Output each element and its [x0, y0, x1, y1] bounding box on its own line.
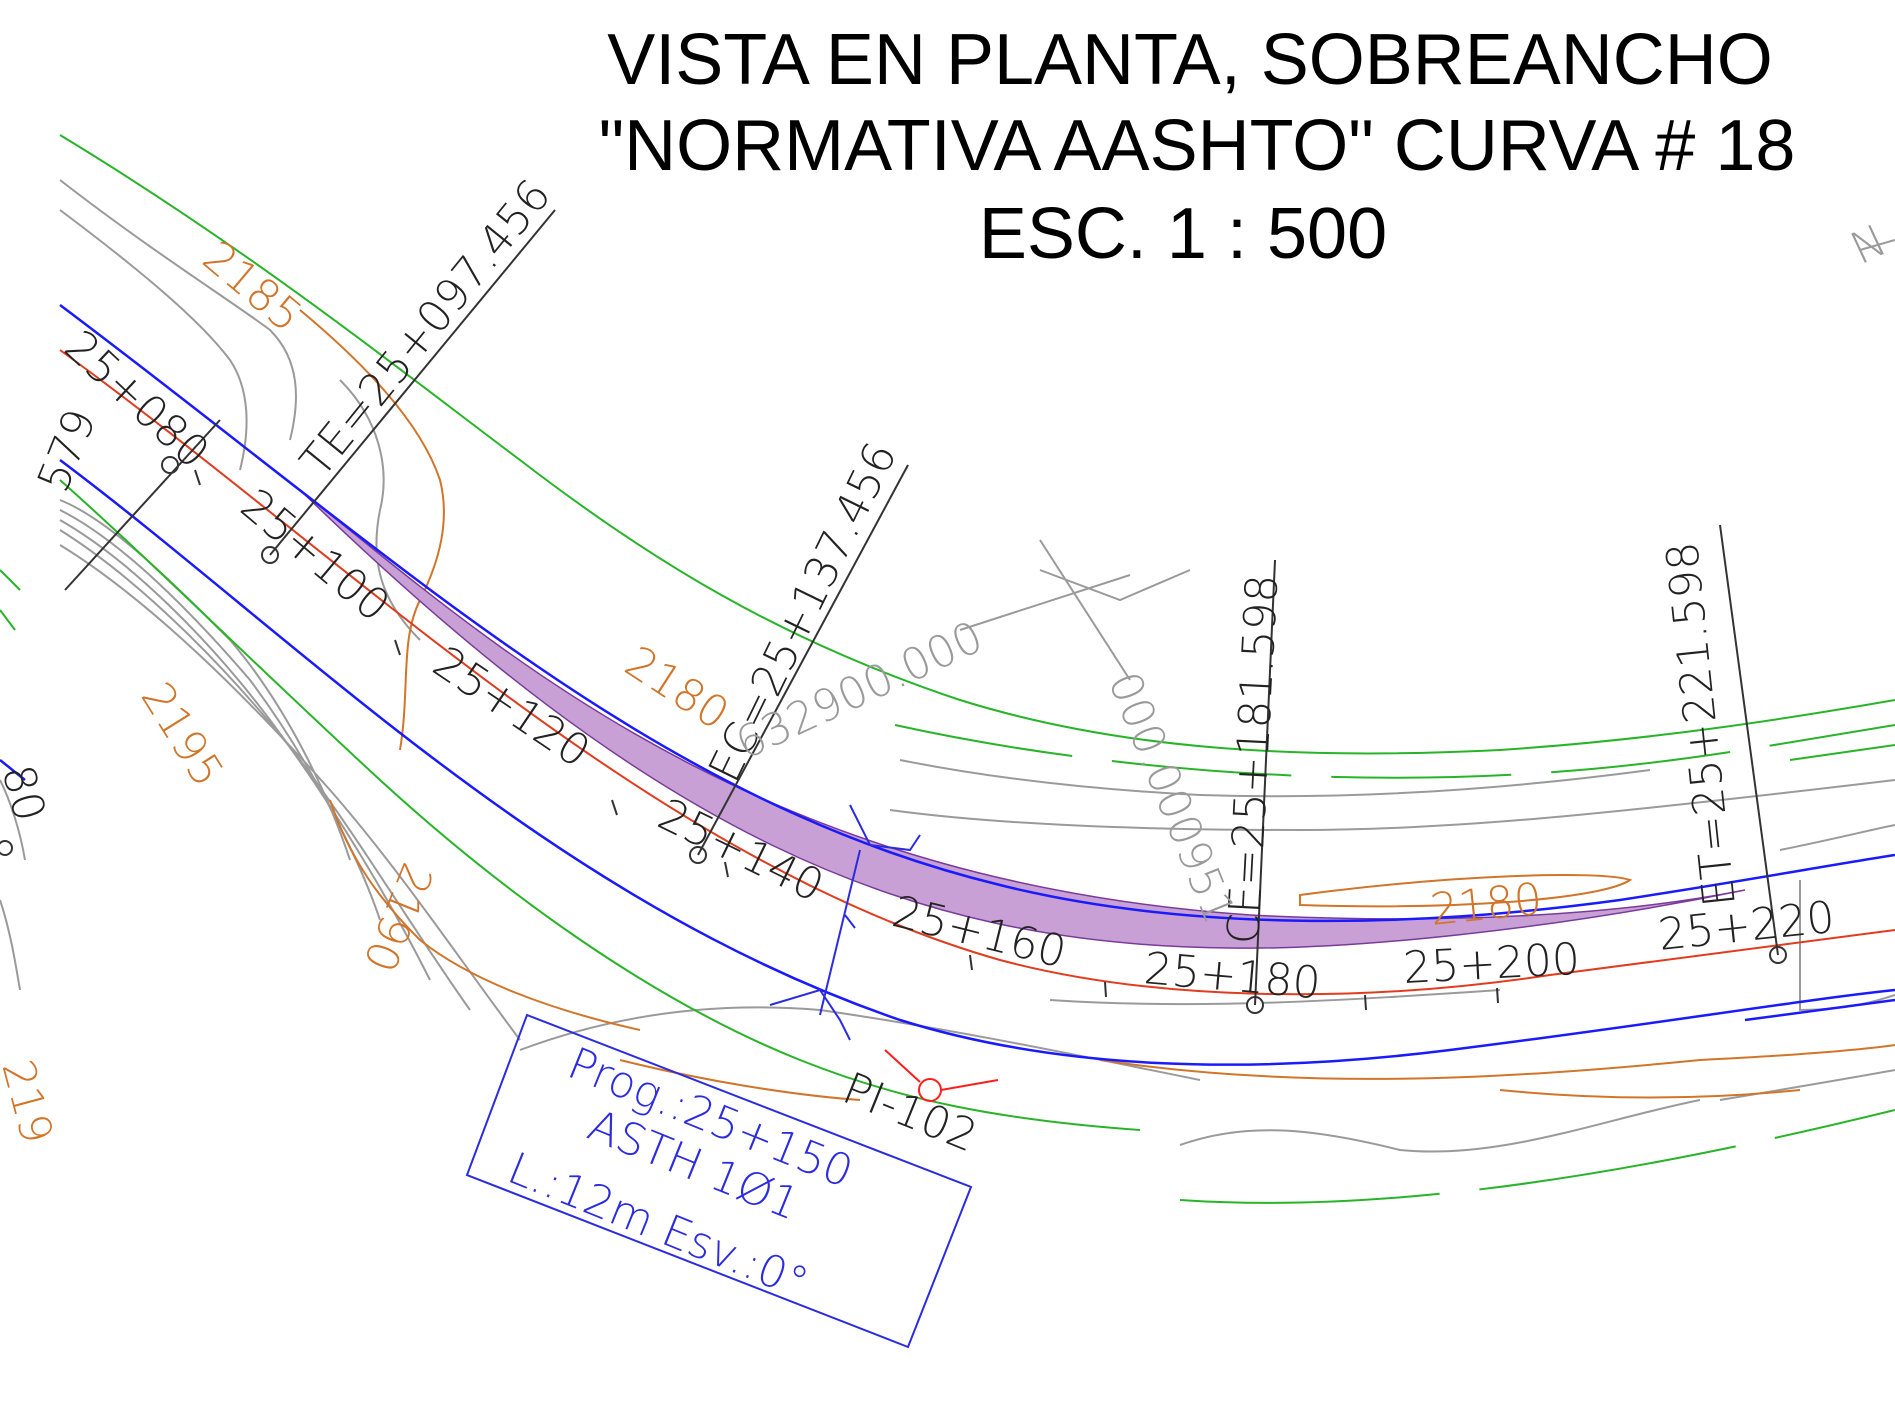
contour-label-2180-right: 2180: [1428, 874, 1545, 936]
centerline: [59, 349, 1895, 996]
contour-label-edge: 219: [0, 1055, 62, 1149]
contour-label-2185: 2185: [193, 231, 312, 342]
curve-leaders: [64, 209, 1779, 1006]
road-edges: [0, 304, 1895, 1066]
te-label: TE=25+097.456: [291, 170, 561, 487]
easting-label: 000.000951: [1098, 665, 1245, 931]
north-tick: [1859, 239, 1895, 251]
station-label: 25+200: [1402, 934, 1581, 994]
title-line-3: ESC. 1 : 500: [979, 194, 1387, 274]
station-ticks: [194, 469, 1499, 1011]
et-label: ET=25+221.598: [1657, 539, 1746, 909]
contour-label-2195: 2195: [131, 674, 234, 796]
station-label-partial: 579: [28, 402, 107, 499]
north-label: N: [1843, 215, 1894, 275]
pi-marker: [884, 1049, 999, 1102]
station-label: 25+180: [1142, 943, 1323, 1009]
title-line-2: "NORMATIVA AASHTO" CURVA # 18: [599, 106, 1796, 186]
contour-label-2180: 2180: [616, 636, 738, 740]
station-label-edge: 80: [0, 760, 55, 827]
pi-label: PI-102: [836, 1063, 984, 1162]
boundary-lines: [0, 134, 1895, 1204]
sign-box: [465, 1013, 973, 1349]
sign-glyph: [769, 804, 921, 1041]
coordinate-cross: [959, 539, 1131, 681]
station-circles: [0, 456, 1787, 1014]
contour-lines: [299, 309, 1895, 1101]
title-line-1: VISTA EN PLANTA, SOBREANCHO: [607, 20, 1773, 100]
